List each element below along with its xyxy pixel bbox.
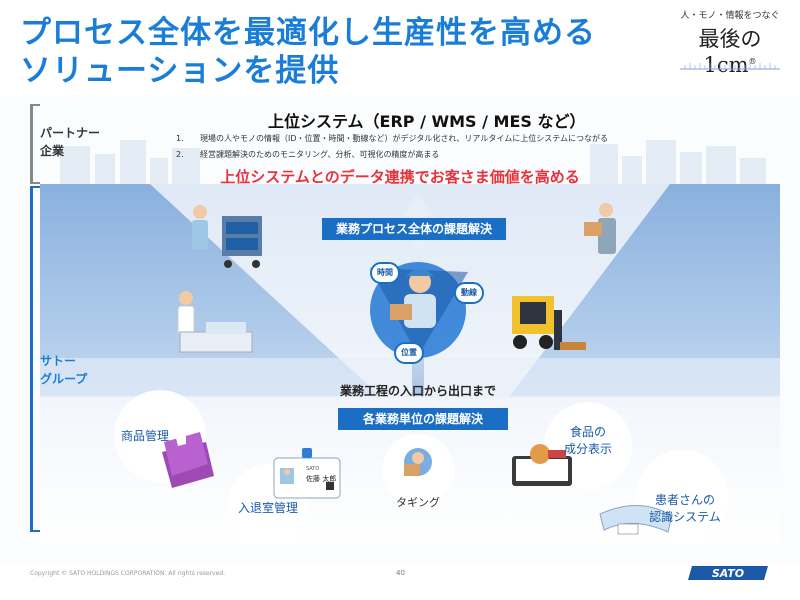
- partner-bracket: [30, 104, 40, 184]
- product-label: 商品管理: [120, 429, 169, 443]
- value-headline: 上位システムとのデータ連携でお客さま価値を高める: [220, 168, 580, 186]
- brand-name-part2: 1cm: [703, 53, 749, 77]
- shirt-stack-icon: [162, 432, 214, 488]
- item-text: 経営課題解決のためのモニタリング、分析、可視化の精度が高まる: [200, 150, 440, 159]
- upper-system-title: 上位システム（ERP / WMS / MES など）: [268, 112, 586, 131]
- entry-label: 入退室管理: [237, 501, 298, 515]
- unit-solution-box: 各業務単位の課題解決: [338, 408, 508, 430]
- sato-logo-text: SATO: [712, 567, 744, 580]
- item-number: 1.: [176, 134, 184, 143]
- id-card-org: SATO: [306, 466, 320, 472]
- wristband-icon: [599, 505, 673, 535]
- hospital-bed-icon: [177, 291, 253, 353]
- id-card-name: 佐藤 太郎: [306, 475, 337, 483]
- upper-system-list: 1. 現場の人やモノの情報（ID・位置・時間・動線など）がデジタル化され、リアルタ…: [176, 131, 608, 163]
- city-skyline: [60, 140, 766, 186]
- badge-flow: 動線: [454, 282, 484, 304]
- sato-label-line1: サトー: [40, 354, 77, 368]
- brand-name: 最後の1cm®: [674, 23, 786, 77]
- bento-box-icon: [512, 444, 572, 486]
- food-label-line2: 成分表示: [563, 442, 612, 456]
- sato-logo-icon: SATO: [688, 566, 768, 580]
- brand-logo: 人・モノ・情報をつなぐ 最後の1cm®: [674, 8, 786, 77]
- route-text: 業務工程の入口から出口まで: [339, 384, 496, 398]
- page-number: 40: [396, 569, 405, 577]
- brand-tagline: 人・モノ・情報をつなぐ: [680, 11, 780, 21]
- item-text: 現場の人やモノの情報（ID・位置・時間・動線など）がデジタル化され、リアルタイム…: [200, 134, 608, 143]
- upper-system-item: 1. 現場の人やモノの情報（ID・位置・時間・動線など）がデジタル化され、リアルタ…: [176, 131, 608, 147]
- sato-label-line2: グループ: [40, 372, 88, 386]
- partner-label: パートナー 企業: [40, 124, 100, 160]
- worker-cart-icon: [192, 205, 262, 268]
- ruler-icon: [680, 61, 780, 70]
- brand-name-part1: 最後の: [698, 27, 762, 51]
- page-title-line1: プロセス全体を最適化し生産性を高める: [20, 15, 596, 51]
- registered-mark: ®: [748, 57, 757, 66]
- footer: [0, 564, 800, 600]
- upper-system-item: 2. 経営課題解決のためのモニタリング、分析、可視化の精度が高まる: [176, 147, 608, 163]
- badge-position: 位置: [394, 342, 424, 364]
- patient-label-line1: 患者さんの: [654, 493, 715, 507]
- sato-label: サトー グループ: [40, 352, 87, 388]
- id-card-icon: [273, 448, 341, 499]
- diagram-stage: [0, 96, 800, 564]
- tagging-worker-icon: [404, 448, 432, 476]
- item-number: 2.: [176, 150, 184, 159]
- process-solution-box: 業務プロセス全体の課題解決: [322, 218, 506, 240]
- hub-worker-icon: [390, 269, 436, 328]
- sato-bracket: [30, 186, 40, 532]
- page-title: プロセス全体を最適化し生産性を高める ソリューションを提供: [20, 14, 596, 90]
- copyright-text: Copyright © SATO HOLDINGS CORPORATION. A…: [30, 570, 225, 577]
- patient-label: 患者さんの 認識システム: [640, 492, 730, 526]
- tagging-label: タギング: [396, 496, 440, 509]
- page-title-line2: ソリューションを提供: [20, 53, 340, 89]
- partner-label-line2: 企業: [40, 144, 65, 158]
- forklift-icon: [512, 296, 586, 350]
- food-label-line1: 食品の: [569, 425, 606, 439]
- badge-time: 時間: [370, 262, 400, 284]
- diagram-graphic: [40, 140, 780, 544]
- patient-label-line2: 認識システム: [649, 510, 721, 524]
- food-label: 食品の 成分表示: [548, 424, 628, 458]
- left-wall: [40, 184, 380, 396]
- worker-box-icon: [584, 203, 616, 254]
- partner-label-line1: パートナー: [40, 126, 101, 140]
